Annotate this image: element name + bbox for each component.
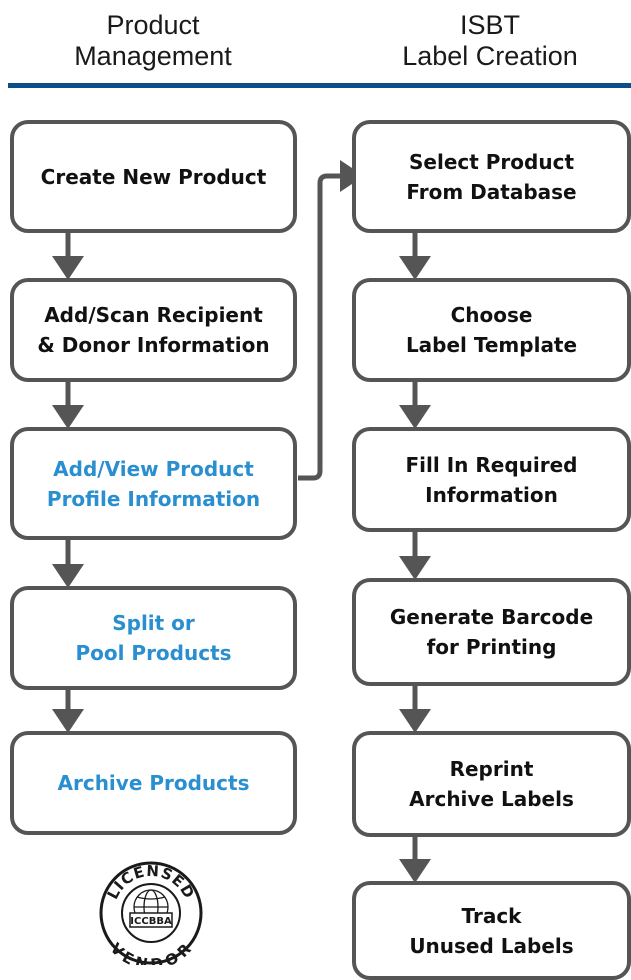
header-right-line-2: Label Creation	[402, 41, 578, 71]
step-label: & Donor Information	[37, 333, 270, 357]
step-label: Information	[425, 482, 558, 507]
step-select-product-from-database: Select Product From Database	[352, 120, 631, 233]
step-label: Split or	[112, 611, 195, 635]
header-isbt-label-creation: ISBT Label Creation	[365, 10, 615, 72]
step-add-scan-recipient: Add/Scan Recipient & Donor Information	[10, 278, 297, 382]
licensed-vendor-seal: ICCBBA LICENSED VENDOR	[99, 861, 203, 965]
header-divider	[8, 83, 631, 88]
step-generate-barcode: Generate Barcode for Printing	[352, 578, 631, 686]
arrowhead-right-5	[399, 859, 431, 883]
step-label: Fill In Required	[405, 452, 578, 477]
arrowhead-right-4	[399, 709, 431, 733]
step-label: Track	[461, 903, 522, 928]
step-label: Reprint	[449, 757, 534, 781]
step-label: Add/Scan Recipient	[44, 303, 263, 327]
header-product-management: Product Management	[28, 10, 278, 72]
arrowhead-left-4	[52, 709, 84, 733]
step-label: Label Template	[405, 333, 578, 357]
arrowhead-left-1	[52, 256, 84, 280]
step-label: Generate Barcode	[389, 605, 594, 629]
step-archive-products: Archive Products	[10, 731, 297, 835]
step-fill-in-required-information: Fill In Required Information	[352, 427, 631, 532]
step-label: Archive Products	[57, 771, 250, 795]
arrow-cross-connector	[298, 173, 343, 481]
seal-center-text: ICCBBA	[130, 916, 172, 927]
step-label: Unused Labels	[409, 933, 574, 958]
arrowhead-left-2	[52, 405, 84, 429]
step-label: Choose	[450, 303, 533, 327]
step-label: Add/View Product	[53, 456, 254, 481]
arrowhead-right-2	[399, 405, 431, 429]
step-label: From Database	[406, 179, 577, 204]
step-track-unused-labels: Track Unused Labels	[352, 881, 631, 980]
step-add-view-product-profile: Add/View Product Profile Information	[10, 427, 297, 540]
step-label: Select Product	[409, 149, 574, 174]
arrowhead-left-3	[52, 564, 84, 588]
step-reprint-archive-labels: Reprint Archive Labels	[352, 731, 631, 837]
step-label: Pool Products	[75, 641, 232, 665]
step-label: Create New Product	[40, 164, 267, 189]
step-create-new-product: Create New Product	[10, 120, 297, 233]
header-left-line-1: Product	[106, 10, 200, 40]
step-split-or-pool-products: Split or Pool Products	[10, 586, 297, 690]
arrowhead-right-1	[399, 256, 431, 280]
step-label: for Printing	[426, 635, 557, 659]
step-label: Profile Information	[46, 486, 261, 511]
header-right-line-1: ISBT	[459, 10, 520, 40]
arrowhead-right-3	[399, 556, 431, 580]
step-choose-label-template: Choose Label Template	[352, 278, 631, 382]
step-label: Archive Labels	[409, 787, 574, 811]
header-left-line-2: Management	[74, 41, 232, 71]
